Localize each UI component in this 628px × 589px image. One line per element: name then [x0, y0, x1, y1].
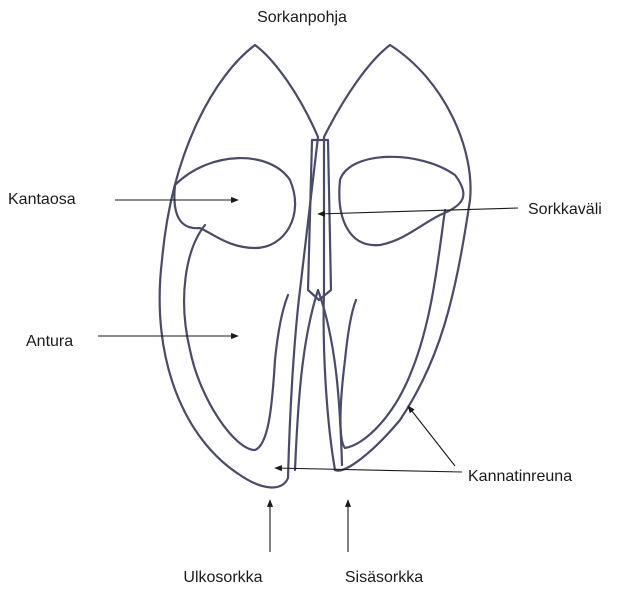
label-sorkanpohja: Sorkanpohja — [257, 9, 347, 26]
right-inner-wall — [340, 210, 445, 448]
outer-claw-outline — [160, 45, 318, 487]
right-heel-bulb — [339, 157, 463, 245]
central-toe-tip — [295, 290, 342, 470]
inner-claw-outline — [324, 45, 471, 471]
label-kannatinreuna: Kannatinreuna — [468, 468, 572, 485]
arrow-sorkkavali — [318, 208, 518, 214]
arrow-kannatinreuna-left — [275, 468, 462, 472]
left-inner-wall — [184, 225, 288, 450]
label-sisasorkka: Sisäsorkka — [345, 569, 423, 586]
left-heel-bulb — [174, 158, 295, 248]
label-sorkkavali: Sorkkaväli — [528, 201, 602, 218]
label-ulkosorkka: Ulkosorkka — [183, 569, 262, 586]
interdigital-space — [308, 140, 331, 300]
label-kantaosa: Kantaosa — [8, 191, 76, 208]
label-antura: Antura — [26, 333, 73, 350]
arrow-kannatinreuna-right — [408, 406, 455, 466]
